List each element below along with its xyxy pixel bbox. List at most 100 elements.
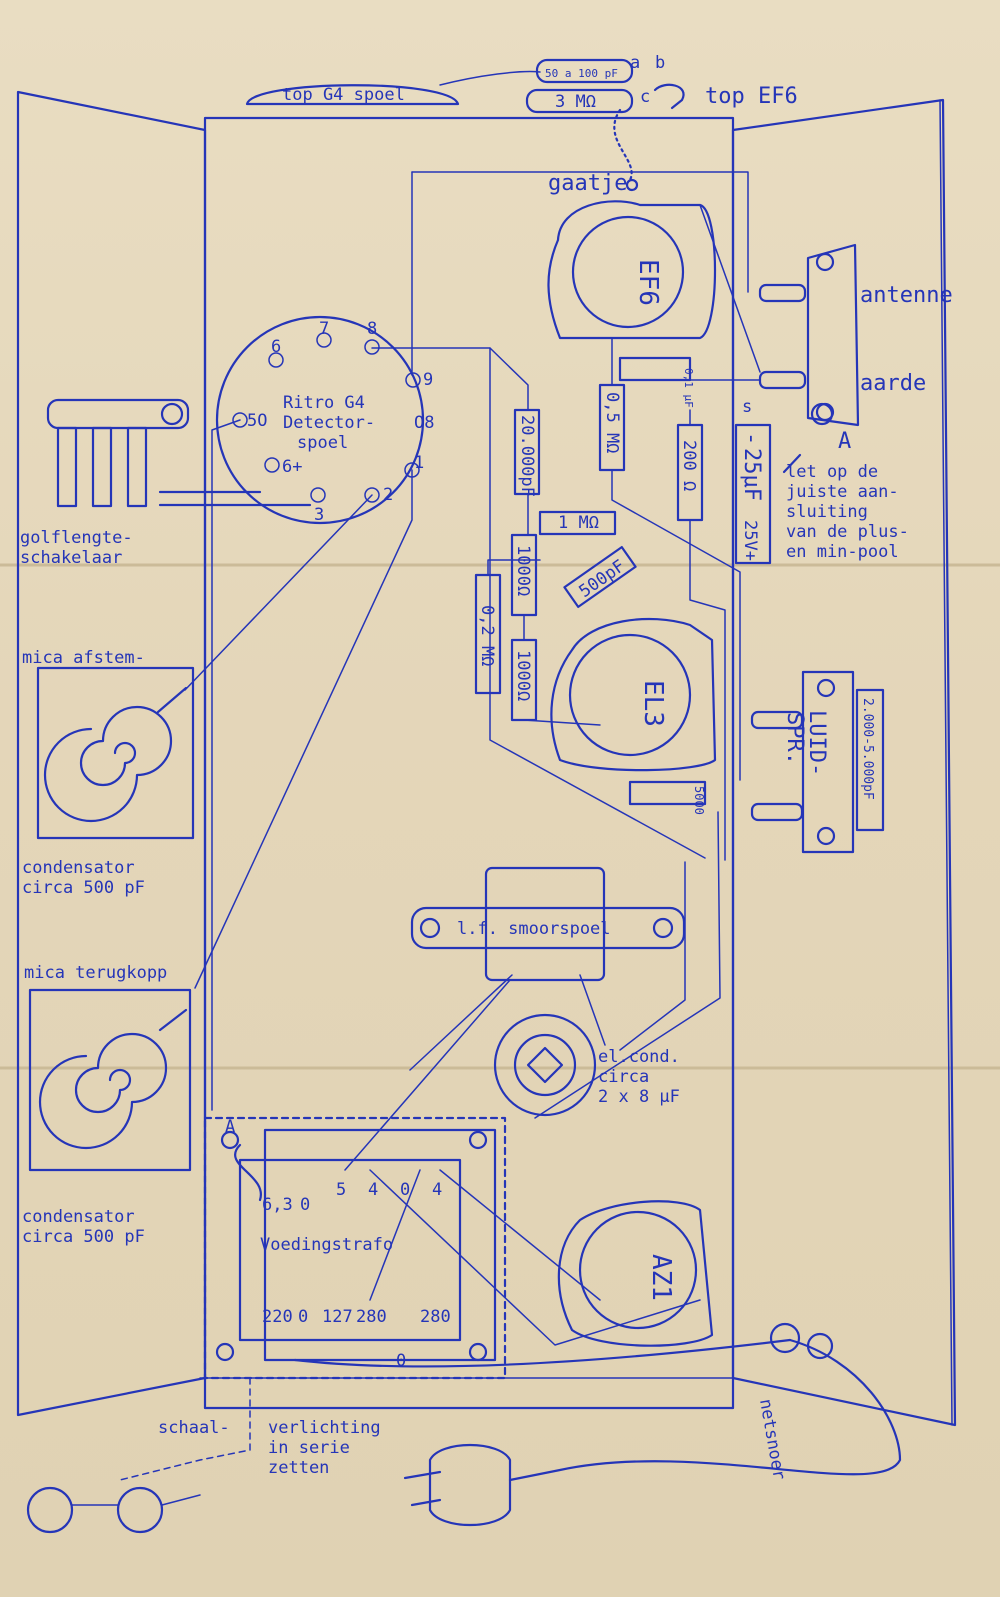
r-20000pf-label: 20.000pF (517, 415, 537, 497)
el3-label: EL3 (638, 680, 668, 727)
tap-0c-label: 0 (298, 1307, 308, 1327)
top-resistor-value: 3 MΩ (555, 92, 596, 112)
c-5000-label: 5000 (692, 786, 706, 815)
terminal-s-label: s (742, 397, 752, 417)
c-25v-label: 25V+ (740, 520, 760, 561)
tap-4-label: 4 (368, 1180, 378, 1200)
r-05m-label: 0,5 MΩ (602, 392, 622, 453)
az1-label: AZ1 (646, 1254, 676, 1301)
antenne-label: antenne (860, 283, 953, 308)
ef6-label: EF6 (633, 259, 663, 306)
mica-afstem-label: mica afstem- (22, 648, 145, 668)
r-1m-label: 1 MΩ (558, 513, 599, 533)
tap-5-label: 5 (336, 1180, 346, 1200)
wiring (184, 171, 792, 1368)
luidspr-label-2: SPR. (782, 712, 807, 765)
top-g4-label: top G4 spoel (282, 85, 405, 105)
terminal-a-label: A (838, 429, 851, 454)
note-line-4: van de plus- (786, 522, 909, 542)
pin-8-label: 8 (367, 319, 377, 339)
tuning-capacitor: mica afstem- condensator circa 500 pF (22, 648, 195, 898)
tap-63-label: 6,3 (262, 1195, 293, 1215)
coil-label-2: Detector- (283, 413, 375, 433)
power-transformer: A 6,3 0 5 4 0 4 Voedingstrafo 220 0 127 … (203, 1116, 507, 1380)
schaal-label: schaal- (158, 1418, 230, 1438)
terminal-a2-label: A (225, 1117, 235, 1137)
verlichting-line-3: zetten (268, 1458, 329, 1478)
r-1000b-label: 1000Ω (513, 650, 533, 701)
coil-label-3: spoel (297, 433, 348, 453)
r-200-label: 200 Ω (679, 440, 699, 491)
detector-coil: 7 8 6 9 5O O8 1 6+ 3 2 Ritro G4 Detector… (215, 315, 434, 525)
elcond-line-1: el.cond. (598, 1047, 680, 1067)
netsnoer-label: netsnoer (755, 1397, 789, 1481)
verlichting-line-2: in serie (268, 1438, 350, 1458)
lf-choke: l.f. smoorspoel (410, 866, 686, 982)
tap-0d-label: 0 (396, 1351, 406, 1371)
condensator2-line2: circa 500 pF (22, 1227, 145, 1247)
ef6-tube: gaatje EF6 (547, 171, 717, 340)
tap-127-label: 127 (322, 1307, 353, 1327)
pin-7-label: 7 (319, 319, 329, 339)
feedback-capacitor: mica terugkopp condensator circa 500 pF (22, 963, 192, 1247)
c-2000-label: 2.000-5.000pF (860, 698, 875, 800)
dial-lamps: schaal- verlichting in serie zetten (26, 1377, 381, 1534)
note-line-5: en min-pool (786, 542, 899, 562)
pin-9-label: 9 (423, 370, 433, 390)
aarde-label: aarde (860, 371, 926, 396)
lead-a-label: a (630, 53, 640, 73)
tap-4b-label: 4 (432, 1180, 442, 1200)
note-line-2: juiste aan- (786, 482, 899, 502)
pin-6-label: 6 (271, 337, 281, 357)
condensator1-line2: circa 500 pF (22, 878, 145, 898)
c-25uf-label: 25μF (739, 448, 764, 501)
pin-6plus-label: 6+ (282, 457, 302, 477)
verlichting-line-1: verlichting (268, 1418, 381, 1438)
tap-0b-label: 0 (400, 1180, 410, 1200)
pin-8o-label: O8 (414, 413, 434, 433)
luidspr-label-1: LUID- (804, 710, 829, 776)
c-01uf-label: 0,1 μF (682, 368, 695, 408)
top-g4-spoel-lead: top G4 spoel (245, 70, 541, 106)
c-500pf-label: 500pF (576, 556, 629, 602)
top-components: 50 a 100 pF 3 MΩ a b c top EF6 (525, 53, 798, 182)
elcond-line-2: circa (598, 1067, 649, 1087)
tap-0a-label: 0 (300, 1195, 310, 1215)
condensator2-line1: condensator (22, 1207, 135, 1227)
el3-tube: EL3 (550, 617, 717, 772)
pin-3-label: 3 (314, 505, 324, 525)
top-ef6-label: top EF6 (705, 84, 798, 109)
component-column: 20.000pF 0,5 MΩ 0,1 μF 200 Ω - 25μF 25V+… (474, 356, 772, 815)
tap-220-label: 220 (262, 1307, 293, 1327)
elcond-line-3: 2 x 8 μF (598, 1087, 680, 1107)
r-02m-label: 0,2 MΩ (477, 605, 497, 666)
pin-1-label: 1 (414, 453, 424, 473)
gaatje-label: gaatje (548, 171, 627, 196)
note-line-3: sluiting (786, 502, 868, 522)
tap-280b-label: 280 (420, 1307, 451, 1327)
tap-280a-label: 280 (356, 1307, 387, 1327)
lead-c-label: c (640, 87, 650, 107)
smoorspoel-label: l.f. smoorspoel (457, 919, 611, 939)
golflengte-label-2: schakelaar (20, 548, 122, 568)
wavelength-switch: golflengte- schakelaar (20, 398, 312, 568)
coil-label-1: Ritro G4 (283, 393, 365, 413)
pin-5-label: 5O (247, 411, 267, 431)
mica-terugkopp-label: mica terugkopp (24, 963, 167, 983)
c-minus-label: - (739, 432, 764, 445)
trafo-label: Voedingstrafo (260, 1235, 393, 1255)
loudspeaker-terminal: LUID- SPR. 2.000-5.000pF (750, 670, 885, 854)
lead-b-label: b (655, 53, 665, 73)
az1-tube: AZ1 (557, 1200, 714, 1347)
electrolytic-capacitor: el.cond. circa 2 x 8 μF (493, 1013, 680, 1117)
polarity-note: let op de juiste aan- sluiting van de pl… (782, 453, 909, 562)
note-line-1: let op de (786, 462, 878, 482)
condensator1-line1: condensator (22, 858, 135, 878)
pin-2-label: 2 (383, 485, 393, 505)
top-cap-value: 50 a 100 pF (545, 67, 618, 80)
antenna-terminal-strip: antenne aarde A s (742, 243, 953, 454)
r-1000a-label: 1000Ω (513, 545, 533, 596)
golflengte-label-1: golflengte- (20, 528, 133, 548)
